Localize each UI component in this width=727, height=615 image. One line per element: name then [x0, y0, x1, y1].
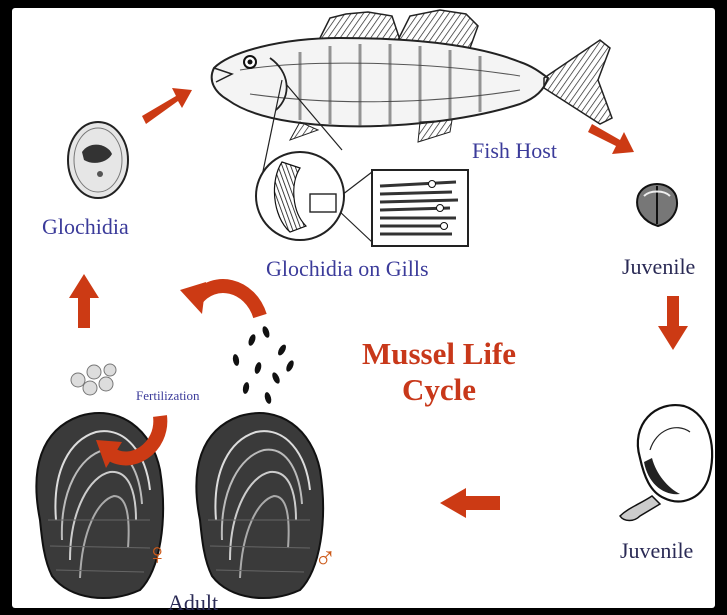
- gill-filaments-closeup: [372, 170, 468, 246]
- female-symbol: ♀: [146, 540, 169, 570]
- label-juvenile-bottom: Juvenile: [620, 538, 693, 564]
- sperm-illustration: [232, 325, 295, 404]
- fish-host-illustration: [212, 10, 612, 142]
- label-glochidia: Glochidia: [42, 214, 129, 240]
- cycle-arrows: [69, 88, 688, 518]
- arrow-juvenile-down: [658, 296, 688, 350]
- label-juvenile-top: Juvenile: [622, 254, 695, 280]
- diagram-title: Mussel Life Cycle: [344, 336, 534, 408]
- arrow-fish-to-juvenile: [588, 124, 634, 154]
- arrow-sperm-curve: [196, 286, 260, 316]
- title-line-2: Cycle: [344, 372, 534, 408]
- label-fish-host: Fish Host: [472, 138, 557, 164]
- adult-male-mussel-illustration: [196, 413, 323, 598]
- title-line-1: Mussel Life: [344, 336, 534, 372]
- label-adult: Adult: [168, 590, 218, 615]
- glochidium-illustration: [68, 122, 128, 198]
- arrow-juvenile-to-adult: [440, 488, 500, 518]
- arrow-adult-to-glochidia: [69, 274, 99, 328]
- gill-closeup-illustration: [256, 152, 344, 240]
- label-fertilization: Fertilization: [136, 388, 200, 404]
- male-symbol: ♂: [314, 544, 337, 574]
- juvenile-large-illustration: [620, 405, 712, 520]
- eggs-illustration: [71, 364, 116, 395]
- label-glochidia-on-gills: Glochidia on Gills: [266, 256, 429, 282]
- arrow-glochidia-to-fish: [142, 88, 192, 124]
- juvenile-small-illustration: [637, 184, 677, 226]
